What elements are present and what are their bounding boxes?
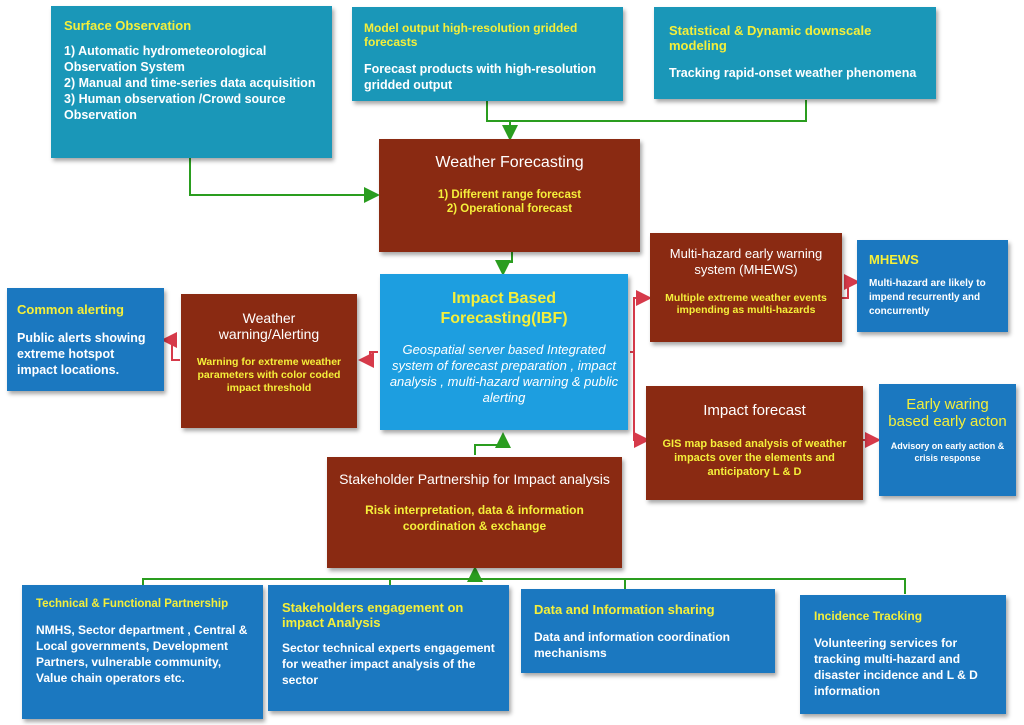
weather-forecasting-box: Weather Forecasting 1) Different range f… (379, 139, 640, 252)
ibf-box: Impact Based Forecasting(IBF) Geospatial… (380, 274, 628, 430)
connector-surface-to-forecast (189, 158, 380, 203)
data-sharing-box: Data and Information sharing Data and in… (521, 589, 775, 673)
stakeholder-engagement-title: Stakeholders engagement on impact Analys… (282, 600, 464, 630)
technical-partnership-body: NMHS, Sector department , Central & Loca… (36, 623, 248, 685)
early-action-box: Early waring based early acton Advisory … (879, 384, 1016, 496)
stakeholder-partnership-body: Risk interpretation, data & information … (365, 503, 584, 533)
connector-system-to-mhews (842, 274, 860, 299)
ibf-body: Geospatial server based Integrated syste… (389, 342, 619, 405)
connector-downscale-to-forecast (510, 100, 807, 122)
impact-forecast-title: Impact forecast (703, 402, 806, 419)
weather-forecasting-list: 1) Different range forecast 2) Operation… (389, 188, 630, 216)
stakeholder-engagement-box: Stakeholders engagement on impact Analys… (268, 585, 509, 711)
model-output-title: Model output high-resolution gridded for… (364, 21, 578, 49)
mhews-title: MHEWS (869, 252, 919, 267)
early-action-title: Early waring based early acton (888, 396, 1007, 430)
incidence-tracking-body: Volunteering services for tracking multi… (814, 636, 978, 698)
common-alerting-box: Common alerting Public alerts showing ex… (7, 288, 164, 391)
technical-partnership-title: Technical & Functional Partnership (36, 598, 229, 610)
weather-forecasting-item: 2) Operational forecast (446, 203, 573, 215)
mhews-system-title: Multi-hazard early warning system (MHEWS… (669, 246, 823, 277)
weather-forecasting-item: 1) Different range forecast (437, 189, 582, 201)
connector-ibf-to-impact-forecast (633, 352, 650, 448)
weather-warning-title: Weather warning/Alerting (218, 310, 320, 342)
weather-warning-body: Warning for extreme weather parameters w… (196, 356, 342, 394)
surface-observation-item: 3) Human observation /Crowd source Obser… (64, 92, 286, 122)
connector-ibf-to-mhews-system (630, 290, 652, 353)
surface-observation-item: 2) Manual and time-series data acquisiti… (64, 76, 316, 90)
data-sharing-body: Data and information coordination mechan… (534, 630, 731, 660)
connector-warning-to-alerting (161, 332, 180, 361)
mhews-system-body: Multiple extreme weather events impendin… (665, 292, 827, 316)
downscale-modeling-body: Tracking rapid-onset weather phenomena (669, 66, 917, 80)
impact-forecast-body: GIS map based analysis of weather impact… (662, 438, 847, 478)
early-action-body: Advisory on early action & crisis respon… (890, 441, 1005, 463)
downscale-modeling-box: Statistical & Dynamic downscale modeling… (654, 7, 936, 99)
common-alerting-title: Common alerting (17, 302, 124, 317)
incidence-tracking-box: Incidence Tracking Volunteering services… (800, 595, 1006, 714)
stakeholder-partnership-title: Stakeholder Partnership for Impact analy… (339, 471, 610, 487)
common-alerting-body: Public alerts showing extreme hotspot im… (17, 331, 146, 377)
downscale-modeling-title: Statistical & Dynamic downscale modeling (669, 23, 872, 53)
weather-forecasting-title: Weather Forecasting (435, 154, 584, 171)
connector-model-to-forecast (486, 100, 518, 141)
surface-observation-list: 1) Automatic hydrometeorological Observa… (64, 43, 320, 123)
surface-observation-item: 1) Automatic hydrometeorological Observa… (64, 44, 267, 74)
ibf-title: Impact Based Forecasting(IBF) (440, 290, 568, 327)
connector-forecast-to-ibf (495, 252, 513, 276)
weather-warning-box: Weather warning/Alerting Warning for ext… (181, 294, 357, 428)
surface-observation-box: Surface Observation 1) Automatic hydrome… (51, 6, 332, 158)
mhews-system-box: Multi-hazard early warning system (MHEWS… (650, 233, 842, 342)
mhews-body: Multi-hazard are likely to impend recurr… (869, 278, 986, 317)
model-output-box: Model output high-resolution gridded for… (352, 7, 623, 101)
mhews-box: MHEWS Multi-hazard are likely to impend … (857, 240, 1008, 332)
incidence-tracking-title: Incidence Tracking (814, 609, 923, 623)
impact-forecast-box: Impact forecast GIS map based analysis o… (646, 386, 863, 500)
stakeholder-engagement-body: Sector technical experts engagement for … (282, 641, 495, 687)
technical-partnership-box: Technical & Functional Partnership NMHS,… (22, 585, 263, 719)
connector-ibf-to-warning (358, 351, 378, 368)
data-sharing-title: Data and Information sharing (534, 602, 715, 617)
connector-partnership-to-ibf (474, 432, 511, 455)
model-output-body: Forecast products with high-resolution g… (364, 62, 596, 92)
surface-observation-title: Surface Observation (64, 18, 192, 33)
stakeholder-partnership-box: Stakeholder Partnership for Impact analy… (327, 457, 622, 568)
